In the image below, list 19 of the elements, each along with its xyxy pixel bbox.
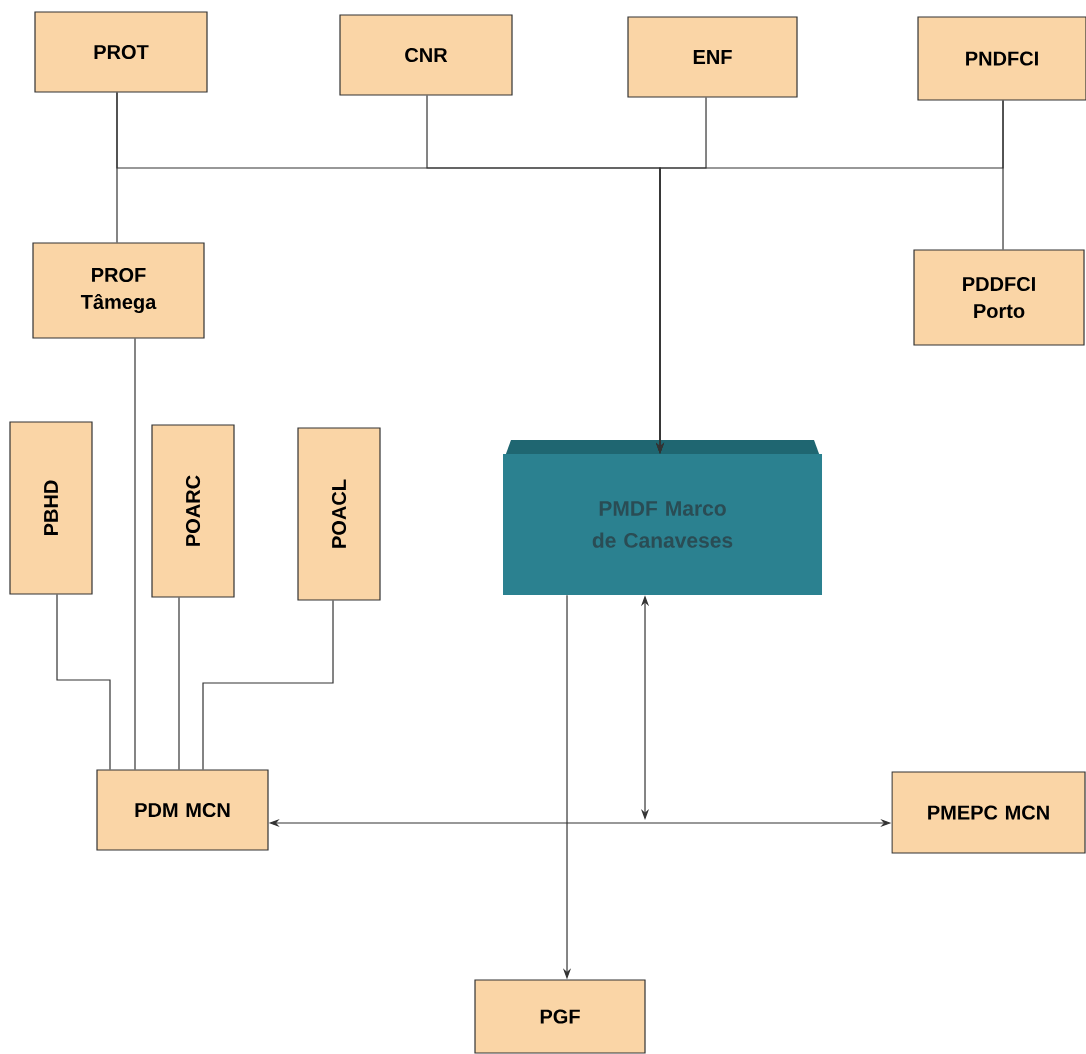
connector-line — [178, 597, 180, 770]
connector-line — [56, 594, 111, 770]
connector-line — [202, 600, 334, 770]
plan-box: POARC — [151, 424, 235, 598]
plan-box: PGF — [474, 979, 646, 1054]
connector-line — [116, 92, 118, 243]
plan-box: POACL — [297, 427, 381, 601]
plan-box: PDDFCI Porto — [913, 249, 1085, 346]
plan-box: PROT — [34, 11, 208, 93]
plan-box: PDM MCN — [96, 769, 269, 851]
plan-box: PNDFCI — [917, 16, 1086, 101]
plan-box: ENF — [627, 16, 798, 98]
plan-box: PBHD — [9, 421, 93, 595]
connector-line — [134, 338, 136, 770]
connector-line — [1002, 100, 1004, 250]
plan-box: PMEPC MCN — [891, 771, 1086, 854]
plan-box: CNR — [339, 14, 513, 96]
block-box: PMDF Marco de Canaveses — [503, 440, 822, 595]
plan-box: PROF Tâmega — [32, 242, 205, 339]
